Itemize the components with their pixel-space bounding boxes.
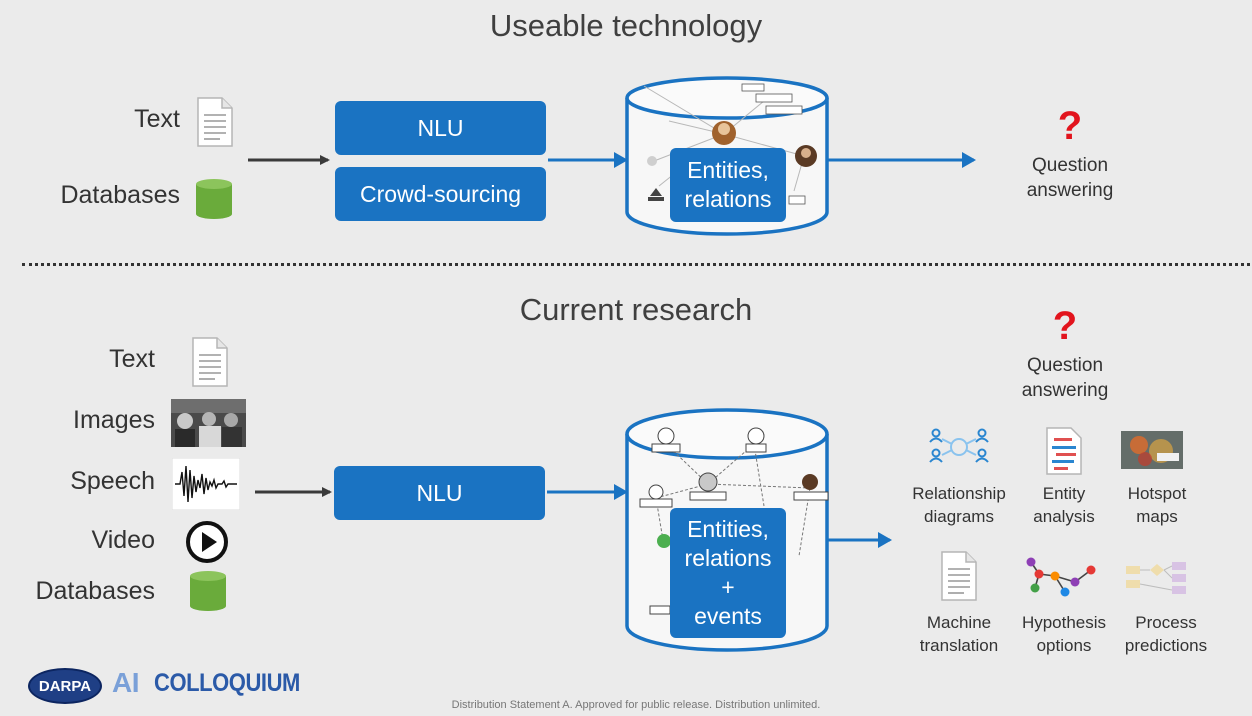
waveform-icon [172,458,240,510]
database-icon [196,179,232,219]
output-label-process-predictions: Process predictions [1111,611,1221,657]
document-icon [197,97,233,147]
output-label-machine-translation: Machine translation [899,611,1019,657]
entities-relations-box-top: Entities, relations [670,148,786,222]
output-label-hotspot-maps: Hotspot maps [1107,482,1207,528]
output-line-1: Entity [1042,484,1086,503]
relationship-diagram-icon [929,428,989,463]
output-line-1: Hypothesis [1021,613,1107,632]
bottom-input-video-label: Video [91,526,156,554]
darpa-badge: DARPA [28,668,102,704]
store-line-relations: relations [684,545,772,571]
store-line-events: events [694,603,762,629]
question-mark-icon: ? [1057,104,1083,148]
bottom-input-speech-label: Speech [70,467,155,495]
output-line-1: Hotspot [1127,484,1187,503]
qa-line-2: answering [1026,180,1114,201]
bottom-title: Current research [519,292,753,327]
output-line-2: maps [1136,507,1178,526]
document-icon [192,337,228,387]
qa-line-2: answering [1021,380,1109,401]
output-line-1: Machine [926,613,992,632]
section-divider [22,263,1250,266]
distribution-statement: Distribution Statement A. Approved for p… [451,699,821,711]
output-line-2: analysis [1033,507,1095,526]
entity-analysis-icon [1046,427,1082,475]
crowd-sourcing-box: Crowd-sourcing [335,167,546,221]
play-video-icon [186,521,228,563]
output-line-2: translation [919,636,999,655]
hypothesis-graph-icon [1026,557,1096,597]
document-icon [941,551,977,601]
entities-relations-events-box: Entities, relations + events [670,508,786,638]
store-line-entities: Entities, [687,516,769,542]
logo-colloquium-text: COLLOQUIUM [154,669,300,697]
darpa-logo: DARPA AI COLLOQUIUM [28,666,308,706]
output-line-1: Relationship [912,484,1006,503]
output-label-hypothesis-options: Hypothesis options [1009,611,1119,657]
top-input-databases-label: Databases [60,181,180,209]
nlu-box-top: NLU [335,101,546,155]
output-line-2: diagrams [924,507,994,526]
bottom-input-databases-label: Databases [35,577,155,605]
output-line-2: predictions [1124,636,1208,655]
output-label-relationship-diagrams: Relationship diagrams [899,482,1019,528]
qa-line-1: Question [1031,155,1109,176]
process-flow-icon [1126,562,1186,594]
qa-line-1: Question [1026,355,1104,376]
question-mark-icon: ? [1052,304,1078,348]
question-answering-label-top: Question answering [990,153,1150,203]
output-label-entity-analysis: Entity analysis [1014,482,1114,528]
question-answering-label-bottom: Question answering [985,353,1145,403]
output-line-2: options [1036,636,1092,655]
database-icon [190,571,226,611]
logo-ai-text: AI [112,667,140,698]
nlu-box-bottom: NLU [334,466,545,520]
bottom-input-text-label: Text [109,345,155,373]
darpa-badge-text: DARPA [38,677,92,695]
top-input-text-label: Text [134,105,180,133]
bottom-input-images-label: Images [73,406,155,434]
store-line-relations: relations [684,186,772,212]
store-line-entities: Entities, [687,157,769,183]
photo-thumbnail-icon [171,399,246,447]
output-line-1: Process [1135,613,1197,632]
top-title: Useable technology [489,8,763,43]
hotspot-map-icon [1121,431,1183,469]
store-line-plus: + [721,574,735,600]
